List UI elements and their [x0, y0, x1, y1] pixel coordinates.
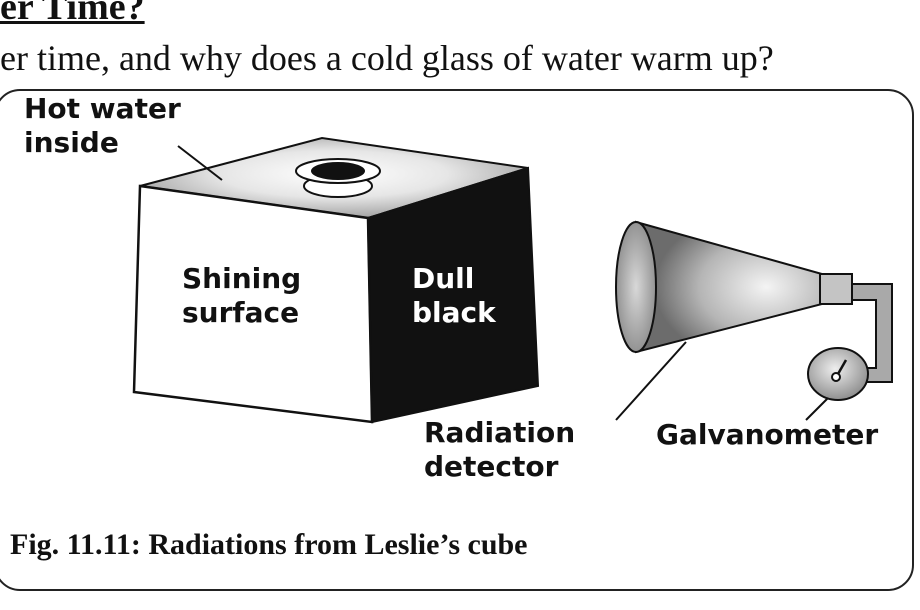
question-text: er time, and why does a cold glass of wa… [0, 38, 774, 78]
section-heading: er Time? [0, 0, 145, 28]
galvanometer [807, 347, 869, 401]
hot-water-pointer [177, 145, 223, 181]
radiation-detector [615, 220, 893, 383]
label-galvanometer: Galvanometer [656, 418, 879, 451]
detector-pointer [615, 341, 687, 421]
galvanometer-pointer [805, 397, 829, 421]
cube-dull-black-face [366, 166, 540, 424]
figure-frame [0, 89, 914, 591]
figure-caption: Fig. 11.11: Radiations from Leslie’s cub… [10, 528, 528, 561]
cube-opening [295, 158, 381, 198]
